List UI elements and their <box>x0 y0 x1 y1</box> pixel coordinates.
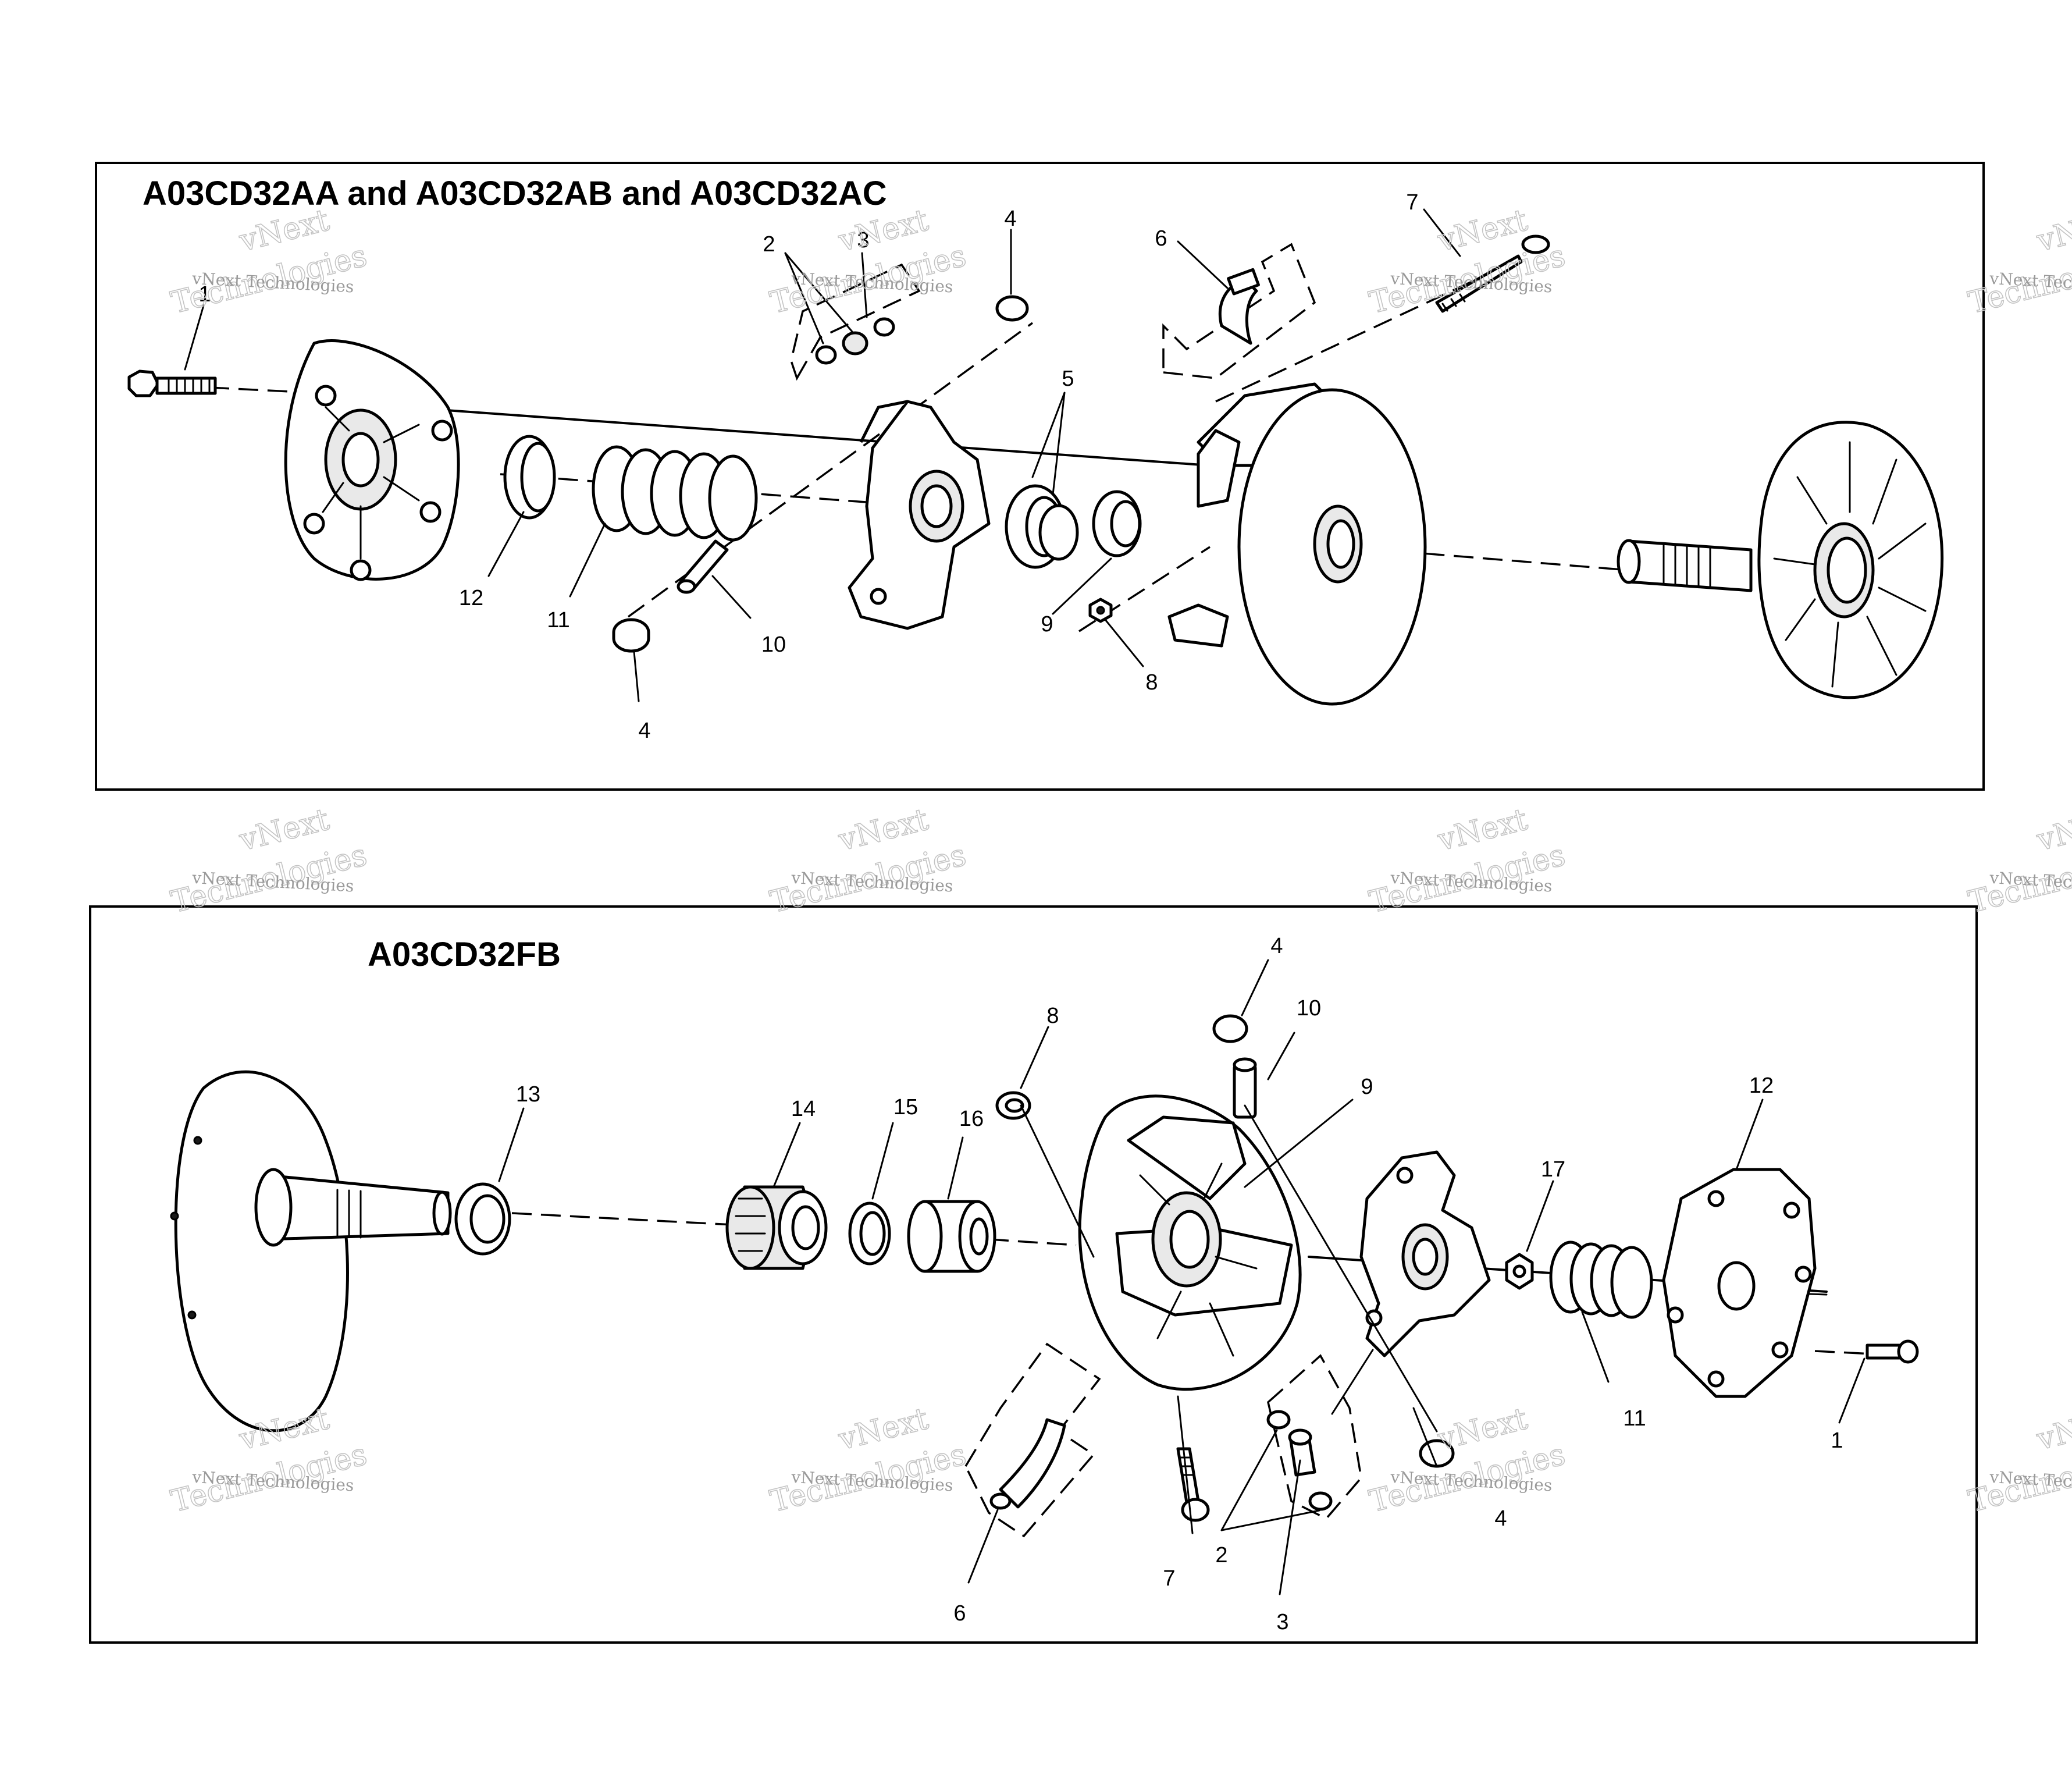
callout-bottom-16: 16 <box>959 1107 984 1131</box>
watermark: vNext Technologies vNext Technologies <box>766 202 970 321</box>
bolt-part-1-bottom <box>1865 1339 1919 1364</box>
callout-top-5: 5 <box>1062 367 1074 391</box>
callout-bottom-3: 3 <box>1276 1610 1288 1634</box>
callout-bottom-2: 2 <box>1215 1543 1227 1567</box>
callout-top-12: 12 <box>459 586 483 610</box>
watermark: vNext Technologies vNext Technologies <box>1365 1401 1569 1520</box>
bushing-part-9 <box>1092 490 1142 557</box>
callout-bottom-10: 10 <box>1297 996 1321 1021</box>
bolt-part-1 <box>127 369 217 397</box>
callout-bottom-4-upper: 4 <box>1270 934 1283 958</box>
watermark: vNext Technologies vNext Technologies <box>766 1401 970 1520</box>
callout-bottom-14: 14 <box>791 1097 816 1121</box>
callout-top-4-upper: 4 <box>1004 207 1016 231</box>
callout-bottom-4-lower: 4 <box>1494 1506 1507 1531</box>
panel-bottom-frame <box>89 905 1978 1644</box>
callout-bottom-13: 13 <box>516 1082 540 1107</box>
callout-bottom-17: 17 <box>1541 1157 1565 1182</box>
washer-part-13 <box>454 1182 511 1256</box>
callout-top-7: 7 <box>1406 190 1418 215</box>
callout-bottom-6: 6 <box>953 1601 966 1626</box>
panel-top: A03CD32AA and A03CD32AB and A03CD32AC <box>95 162 1985 791</box>
callout-top-11: 11 <box>547 608 569 632</box>
panel-bottom-title: A03CD32FB <box>368 936 561 973</box>
bearing-part-5 <box>1005 484 1079 569</box>
washer-group-part-2-3-bottom <box>1266 1354 1362 1520</box>
panel-top-title: A03CD32AA and A03CD32AB and A03CD32AC <box>143 175 887 212</box>
callout-bottom-8: 8 <box>1046 1004 1059 1028</box>
cap-part-4-upper-bottom <box>1212 1014 1248 1043</box>
weight-part-6 <box>1162 243 1316 379</box>
watermark: vNext Technologies vNext Technologies <box>1964 202 2072 321</box>
watermark: vNext Technologies vNext Technologies <box>167 1401 371 1520</box>
callout-top-4-lower: 4 <box>638 719 650 743</box>
spring-part-11 <box>592 445 758 542</box>
bolt7-line-dashed <box>1215 272 1490 403</box>
nut-part-8 <box>1088 598 1113 623</box>
bushing-part-16 <box>907 1200 996 1273</box>
callout-top-9: 9 <box>1041 612 1053 637</box>
svg-text:vNext: vNext <box>2033 1401 2072 1457</box>
watermark: vNext Technologies vNext Technologies <box>167 202 371 321</box>
nut8-line-dashed <box>1078 546 1211 632</box>
fixed-sheave-bottom <box>170 1070 452 1432</box>
cap-part-4-upper <box>995 295 1029 322</box>
ring-part-15 <box>848 1202 891 1266</box>
bolt-part-7-bottom <box>1176 1447 1210 1522</box>
watermark: vNext Technologies vNext Technologies <box>766 802 970 920</box>
callout-top-8: 8 <box>1145 670 1158 695</box>
bearing-part-14 <box>725 1185 828 1270</box>
panel-bottom: A03CD32FB <box>89 905 1978 1644</box>
weight-part-6-bottom <box>964 1342 1101 1538</box>
callout-top-2: 2 <box>763 232 775 257</box>
spring-part-11-bottom <box>1549 1240 1653 1319</box>
movable-sheave-bottom <box>1078 1094 1302 1391</box>
callout-top-3: 3 <box>857 228 869 253</box>
watermark: vNext Technologies vNext Technologies <box>1964 802 2072 920</box>
callout-bottom-1: 1 <box>1831 1428 1843 1453</box>
callout-top-1: 1 <box>198 282 211 307</box>
fixed-sheave <box>1617 421 1944 699</box>
svg-text:vNext: vNext <box>2033 202 2072 258</box>
cover-plate <box>284 339 460 581</box>
ring-part-12 <box>503 435 556 520</box>
bolt-part-7 <box>1435 234 1550 313</box>
nut-part-17 <box>1505 1253 1534 1290</box>
watermark: vNext Technologies vNext Technologies <box>1964 1401 2072 1520</box>
watermark: vNext Technologies vNext Technologies <box>167 802 371 920</box>
pin-part-10-bottom <box>1233 1057 1257 1119</box>
callout-bottom-15: 15 <box>893 1095 918 1119</box>
callout-bottom-12: 12 <box>1749 1073 1774 1098</box>
axis-bottom-dashed-2 <box>988 1238 1077 1246</box>
pin-part-10 <box>677 539 729 594</box>
callout-bottom-11: 11 <box>1623 1406 1646 1431</box>
spider-assembly <box>848 400 991 630</box>
cap-part-4-lower <box>612 618 650 653</box>
axis-bottom-dashed-1 <box>511 1212 734 1226</box>
callout-bottom-9: 9 <box>1361 1075 1373 1099</box>
leader-lines-bottom <box>498 959 1865 1595</box>
spider-bottom <box>1359 1150 1491 1357</box>
pin-line-dashed <box>627 322 1034 618</box>
axis-line-dashed-3 <box>1308 543 1629 571</box>
watermark: vNext Technologies vNext Technologies <box>1365 202 1569 321</box>
movable-sheave <box>1167 382 1427 706</box>
leader-lines-top <box>184 208 1461 702</box>
cover-part-12-bottom <box>1662 1168 1817 1398</box>
panel-top-frame <box>95 162 1985 791</box>
bolt1-bottom-dashed <box>1814 1350 1874 1355</box>
axis-line-main <box>325 400 1211 467</box>
washer-part-8 <box>995 1091 1031 1120</box>
callout-top-10: 10 <box>761 632 786 657</box>
callout-bottom-7: 7 <box>1163 1566 1175 1591</box>
svg-text:vNext: vNext <box>2033 802 2072 858</box>
watermark: vNext Technologies vNext Technologies <box>1365 802 1569 920</box>
callout-top-6: 6 <box>1155 226 1167 251</box>
